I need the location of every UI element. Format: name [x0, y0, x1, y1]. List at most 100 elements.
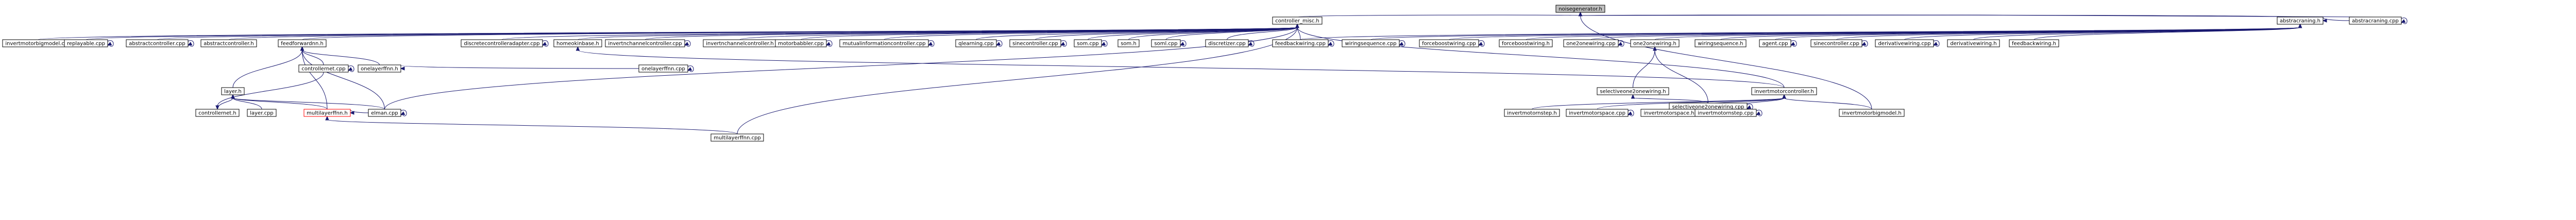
self-loop-line — [928, 40, 935, 47]
node-mutualinformationcontroller-cpp[interactable]: mutualinformationcontroller.cpp — [839, 39, 929, 47]
node-invertnchannelcontroller-h[interactable]: invertnchannelcontroller.h — [703, 39, 777, 47]
node-motorbabbler-cpp[interactable]: motorbabbler.cpp — [775, 39, 827, 47]
node-controller-misc-h[interactable]: controller_misc.h — [1272, 16, 1323, 25]
self-loop-replayable-cpp — [107, 40, 114, 47]
edge-arrowhead — [2400, 19, 2406, 23]
self-loop-one2onewiring-cpp — [1617, 40, 1624, 47]
self-loop-line — [348, 65, 354, 72]
node-multilayerffnn-cpp[interactable]: multilayerffnn.cpp — [710, 133, 764, 142]
node-som-h[interactable]: som.h — [1117, 39, 1140, 47]
node-box — [1751, 87, 1817, 95]
node-discretizer-cpp[interactable]: discretizer.cpp — [1205, 39, 1249, 47]
node-box — [1419, 39, 1479, 47]
node-label: sinecontroller.cpp — [1012, 41, 1058, 47]
node-invertmotorcontroller-h[interactable]: invertmotorcontroller.h — [1751, 87, 1817, 95]
node-box — [955, 39, 997, 47]
node-soml-cpp[interactable]: soml.cpp — [1151, 39, 1181, 47]
node-layer-cpp[interactable]: layer.cpp — [247, 109, 277, 117]
self-loop-sinecontroller-cpp — [1060, 40, 1067, 47]
node-controllernet-cpp[interactable]: controllernet.cpp — [298, 64, 349, 73]
node-abstracraning-cpp[interactable]: abstracraning.cpp — [2349, 16, 2402, 25]
node-wiringsequence-cpp[interactable]: wiringsequence.cpp — [1342, 39, 1400, 47]
node-label: derivativewiring.cpp — [1878, 41, 1930, 47]
node-selectiveone2onewiring-h[interactable]: selectiveone2onewiring.h — [1597, 87, 1669, 95]
edge-elman-cpp-to-multilayerffnn-h — [349, 109, 369, 115]
node-replayable-cpp[interactable]: replayable.cpp — [64, 39, 108, 47]
self-loop-line — [2401, 18, 2408, 24]
edge-abstracraning-cpp-to-abstracraning-h — [2322, 17, 2350, 23]
node-controllernet-h[interactable]: controllernet.h — [195, 109, 240, 117]
self-loop-line — [1060, 40, 1067, 47]
node-one2onewiring-cpp[interactable]: one2onewiring.cpp — [1563, 39, 1619, 47]
node-box — [1563, 39, 1619, 47]
self-loop-discretizer-cpp — [1247, 40, 1255, 47]
node-homeokinbase-h[interactable]: homeokinbase.h — [553, 39, 602, 47]
node-label: feedbackwiring.h — [2012, 41, 2056, 47]
node-label: noisegenerator.h — [1558, 7, 1602, 12]
node-layer-h[interactable]: layer.h — [221, 87, 245, 95]
node-box — [1566, 109, 1629, 117]
node-box — [1759, 39, 1791, 47]
edge-arrowhead — [995, 42, 1001, 46]
self-loop-line — [687, 65, 694, 72]
node-label: agent.cpp — [1762, 41, 1788, 47]
node-forceboostwiring-cpp[interactable]: forceboostwiring.cpp — [1419, 39, 1479, 47]
node-invertmotorbigmodel-cpp[interactable]: invertmotorbigmodel.cpp — [2, 39, 74, 47]
node-invertmotorspace-h[interactable]: invertmotorspace.h — [1640, 109, 1698, 117]
node-invertmotornstep-h[interactable]: invertmotornstep.h — [1504, 109, 1560, 117]
node-label: abstracraning.cpp — [2352, 19, 2399, 24]
edge-invertmotorbigmodel-h-to-invertmotorcontroller-h — [1782, 94, 1872, 110]
self-loop-agent-cpp — [1790, 40, 1797, 47]
node-label: motorbabbler.cpp — [778, 41, 824, 47]
node-feedbackwiring-cpp[interactable]: feedbackwiring.cpp — [1272, 39, 1329, 47]
node-box — [1272, 39, 1329, 47]
node-box — [1810, 39, 1862, 47]
node-onelayerffnn-cpp[interactable]: onelayerffnn.cpp — [638, 64, 688, 73]
node-label: invertnchannelcontroller.cpp — [608, 41, 682, 47]
node-abstractcontroller-cpp[interactable]: abstractcontroller.cpp — [126, 39, 189, 47]
node-forceboostwiring-h[interactable]: forceboostwiring.h — [1499, 39, 1553, 47]
edge-arrowhead — [1100, 42, 1106, 46]
node-noisegenerator-h[interactable]: noisegenerator.h — [1555, 5, 1605, 13]
self-loop-line — [1399, 40, 1405, 47]
node-feedbackwiring-h[interactable]: feedbackwiring.h — [2009, 39, 2059, 47]
node-box — [1597, 87, 1669, 95]
node-wiringsequence-h[interactable]: wiringsequence.h — [1694, 39, 1747, 47]
node-discretecontrolleradapter-cpp[interactable]: discretecontrolleradapter.cpp — [461, 39, 543, 47]
edge-arrowhead — [575, 46, 580, 51]
node-abstracraning-h[interactable]: abstracraning.h — [2277, 16, 2324, 25]
node-agent-cpp[interactable]: agent.cpp — [1759, 39, 1791, 47]
node-invertmotorspace-cpp[interactable]: invertmotorspace.cpp — [1566, 109, 1629, 117]
graph-edges — [38, 11, 2408, 134]
node-sinecontroller-cpp2[interactable]: sinecontroller.cpp — [1810, 39, 1862, 47]
node-invertnchannelcontroller-cpp[interactable]: invertnchannelcontroller.cpp — [605, 39, 685, 47]
node-abstractcontroller-h[interactable]: abstractcontroller.h — [200, 39, 257, 47]
edge-line — [350, 109, 369, 113]
edge-arrowhead — [927, 42, 933, 46]
node-som-cpp[interactable]: som.cpp — [1074, 39, 1102, 47]
node-invertmotornstep-cpp[interactable]: invertmotornstep.cpp — [1694, 109, 1757, 117]
node-derivativewiring-cpp[interactable]: derivativewiring.cpp — [1875, 39, 1934, 47]
edge-line — [232, 49, 302, 88]
node-feedforwardnn-h[interactable]: feedforwardnn.h — [278, 39, 327, 47]
node-invertmotorbigmodel-h[interactable]: invertmotorbigmodel.h — [1839, 109, 1905, 117]
node-onelayerffnn-h[interactable]: onelayerffnn.h — [358, 64, 401, 73]
node-label: layer.cpp — [250, 111, 274, 116]
node-box — [195, 109, 240, 117]
node-multilayerffnn-h[interactable]: multilayerffnn.h — [303, 109, 351, 117]
edge-arrowhead — [1398, 42, 1404, 46]
self-loop-abstractcontroller-cpp — [187, 40, 194, 47]
node-box — [1342, 39, 1400, 47]
node-derivativewiring-h[interactable]: derivativewiring.h — [1947, 39, 2000, 47]
self-loop-derivativewiring-cpp — [1933, 40, 1940, 47]
node-one2onewiring-h[interactable]: one2onewiring.h — [1630, 39, 1680, 47]
node-elman-cpp[interactable]: elman.cpp — [368, 109, 401, 117]
node-sinecontroller-cpp[interactable]: sinecontroller.cpp — [1009, 39, 1061, 47]
self-loop-wiringsequence-cpp — [1398, 40, 1405, 47]
node-box — [1504, 109, 1560, 117]
node-qlearning-cpp[interactable]: qlearning.cpp — [955, 39, 997, 47]
self-loop-som-cpp — [1100, 40, 1108, 47]
edge-arrowhead — [1578, 11, 1583, 16]
edge-line — [1165, 27, 1298, 40]
